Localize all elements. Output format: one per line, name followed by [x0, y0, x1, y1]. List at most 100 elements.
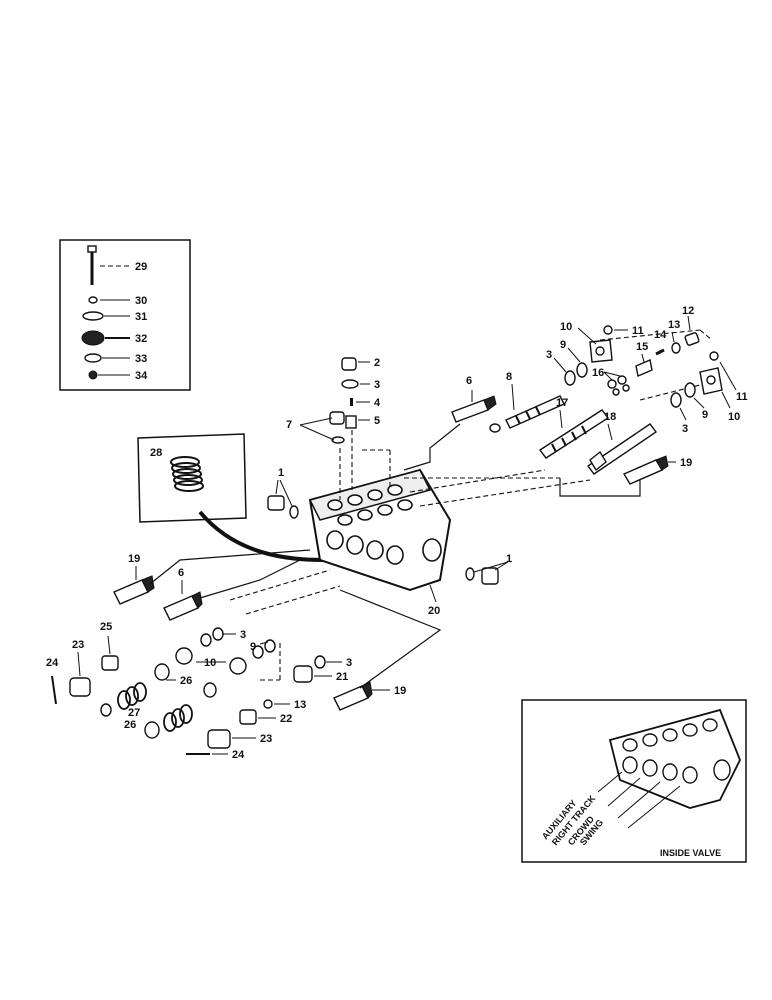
callout-17: 17	[556, 397, 568, 409]
plug-25: 25	[100, 621, 119, 671]
inset-valve-body	[608, 708, 741, 809]
callout-26-upper: 26	[180, 675, 192, 687]
seal-9-right-b: 9	[684, 382, 708, 421]
callout-7: 7	[286, 419, 292, 431]
callout-21: 21	[336, 671, 348, 683]
cap-23-lower: 23	[207, 729, 272, 749]
callout-4: 4	[374, 397, 381, 409]
callout-14: 14	[654, 329, 667, 341]
screw-24-upper: 24	[46, 657, 59, 705]
callout-1-right: 1	[506, 553, 512, 565]
cap-26-lower	[144, 721, 160, 739]
callout-20: 20	[428, 605, 440, 617]
washers-16: 16	[592, 367, 630, 396]
washer-27	[100, 703, 112, 717]
callout-16: 16	[592, 367, 604, 379]
o-ring-13-top: 13	[668, 319, 681, 354]
valve-body-20: 20	[308, 468, 452, 617]
detail-box-29-34: 29 30 31 32 33 34	[59, 239, 191, 391]
bolt-29	[87, 245, 97, 285]
nut-34	[88, 370, 98, 380]
callout-19-lower: 19	[394, 685, 406, 697]
callout-19-left: 19	[128, 553, 140, 565]
relief-valve-19-lower: 19	[333, 681, 406, 711]
plug-12: 12	[682, 305, 700, 346]
seal-7	[331, 436, 345, 444]
callout-10-upper: 10	[560, 321, 572, 333]
washer-30	[88, 296, 98, 304]
spring-28-icon	[170, 456, 204, 492]
callout-23-lower: 23	[260, 733, 272, 745]
relief-valve-6-left: 6	[163, 567, 203, 621]
callout-3-right-a: 3	[546, 349, 552, 361]
callout-19-right: 19	[680, 457, 692, 469]
callout-9-right-a: 9	[560, 339, 566, 351]
cap-10-left: 10	[175, 647, 247, 675]
seal-3-lower: 3	[314, 655, 352, 669]
spring-14: 14	[654, 329, 667, 356]
washer-31	[82, 311, 104, 321]
callout-28: 28	[150, 447, 162, 459]
plate-10-upper: 10	[560, 321, 613, 363]
cap-5	[345, 415, 357, 429]
callout-15: 15	[636, 341, 648, 353]
o-ring-13-lower: 13	[263, 699, 306, 711]
callout-11-upper: 11	[632, 325, 644, 337]
callout-9-right-b: 9	[702, 409, 708, 421]
callout-12: 12	[682, 305, 694, 317]
spring-26-lower	[163, 704, 193, 732]
callout-3-left: 3	[240, 629, 246, 641]
inset-inside-valve: AUXILIARY RIGHT TRACK CROWD SWING INSIDE…	[521, 699, 747, 863]
pin-4	[350, 398, 353, 406]
callout-26-lower: 26	[124, 719, 136, 731]
callout-30: 30	[135, 295, 147, 307]
callout-24-lower: 24	[232, 749, 245, 761]
seal-row-left: 3 9	[200, 627, 276, 659]
detent-15: 15	[635, 341, 653, 377]
seal-3-right-a: 3	[546, 349, 576, 386]
bushing-32	[81, 330, 105, 346]
callout-10-left: 10	[204, 657, 216, 669]
detail-box-28: 28	[137, 433, 331, 562]
plug-22: 22	[239, 709, 292, 725]
callout-11-lower: 11	[736, 391, 748, 403]
plug-7	[329, 411, 345, 425]
callout-18: 18	[604, 411, 616, 423]
plug-2: 2	[341, 357, 380, 371]
callout-8: 8	[506, 371, 512, 383]
callout-32: 32	[135, 333, 147, 345]
callout-10-lower: 10	[728, 411, 740, 423]
spool-17: 17	[538, 397, 610, 459]
seal-3-right-b: 3	[670, 392, 688, 435]
callout-3-top: 3	[374, 379, 380, 391]
callout-9-left: 9	[250, 641, 256, 653]
callout-22: 22	[280, 713, 292, 725]
callout-23-upper: 23	[72, 639, 84, 651]
spring-26-upper: 26	[154, 663, 217, 698]
spring-27	[117, 682, 147, 710]
callout-34: 34	[135, 370, 148, 382]
spool-18: 18	[586, 411, 658, 475]
callout-24-upper: 24	[46, 657, 59, 669]
screw-24-lower: 24	[186, 749, 245, 761]
callout-6-top: 6	[466, 375, 472, 387]
callout-13-lower: 13	[294, 699, 306, 711]
plug-1-right: 1	[465, 553, 512, 585]
callout-13-top: 13	[668, 319, 680, 331]
callout-5: 5	[374, 415, 380, 427]
inset-title: INSIDE VALVE	[660, 848, 721, 858]
screw-11-lower: 11	[709, 351, 748, 403]
spool-8: 8	[489, 371, 565, 433]
leader-28	[198, 510, 331, 562]
callout-6-left: 6	[178, 567, 184, 579]
callout-3-right-b: 3	[682, 423, 688, 435]
callout-29: 29	[135, 261, 147, 273]
screw-11-upper: 11	[603, 325, 644, 337]
relief-valve-19-left: 19	[113, 553, 155, 605]
plate-10-lower: 10	[699, 367, 740, 423]
relief-valve-6-top: 6	[451, 375, 497, 423]
callout-27: 27	[128, 707, 140, 719]
seal-9-right-a: 9	[560, 339, 588, 378]
washer-33	[84, 353, 102, 363]
